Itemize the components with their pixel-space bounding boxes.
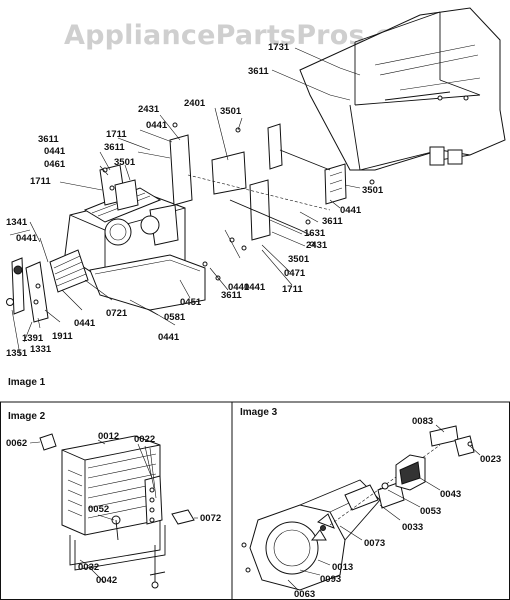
callout: 0093 xyxy=(320,574,341,585)
callout: 0441 xyxy=(44,146,66,157)
coil-clips xyxy=(111,487,155,541)
callout: 0062 xyxy=(6,438,27,449)
callout: 1731 xyxy=(268,42,290,53)
callout: 0441 xyxy=(16,233,38,244)
damper-control xyxy=(395,454,426,491)
callout: 0073 xyxy=(364,538,385,549)
image2-callouts: 0062 0012 0022 0052 0072 0032 0042 xyxy=(6,431,221,586)
callout: 0053 xyxy=(420,506,441,517)
drive-rod xyxy=(187,174,331,211)
screws xyxy=(102,122,375,281)
image1-callouts: 1731 3611 2431 2401 3501 0441 1711 3611 … xyxy=(6,42,384,359)
callout: 0721 xyxy=(106,308,128,319)
air-ducts xyxy=(99,134,271,241)
terminal-pad xyxy=(171,509,195,525)
callout: 0013 xyxy=(332,562,353,573)
callout: 3611 xyxy=(104,142,125,153)
callout: 3611 xyxy=(221,290,242,301)
callout: 0441 xyxy=(228,282,250,293)
callout: 1711 xyxy=(30,176,51,187)
image1-caption: Image 1 xyxy=(8,377,46,388)
fan-blade xyxy=(310,513,335,541)
callout: 1341 xyxy=(6,217,28,228)
damper-assembly xyxy=(267,123,347,205)
callout: 0042 xyxy=(96,575,117,586)
callout: 1711 xyxy=(282,284,303,295)
callout: 0581 xyxy=(164,312,186,323)
defrost-heater xyxy=(69,520,166,589)
callout: 0012 xyxy=(98,431,119,442)
callout: 0441 xyxy=(340,205,362,216)
image1-leaders xyxy=(9,47,361,356)
callout: 0033 xyxy=(402,522,423,533)
air-grille xyxy=(49,249,89,293)
fan-motor xyxy=(211,151,247,195)
callout: 1331 xyxy=(30,344,52,355)
image2-caption: Image 2 xyxy=(8,411,46,422)
image3-callouts: 0083 0023 0043 0053 0033 0073 0013 0093 … xyxy=(294,416,501,600)
callout: 0471 xyxy=(284,268,306,279)
image2-panel: Image 2 xyxy=(6,411,221,589)
drain-block xyxy=(39,433,57,451)
wire-harness xyxy=(229,199,311,236)
callout: 0441 xyxy=(74,318,96,329)
screw xyxy=(245,567,251,573)
upper-bracket xyxy=(429,425,475,457)
callout: 0441 xyxy=(158,332,180,343)
motor-shaft xyxy=(329,444,441,526)
image3-panel: Image 3 xyxy=(240,407,501,600)
bottom-tray xyxy=(89,254,206,311)
callout: 0441 xyxy=(146,120,168,131)
callout: 1391 xyxy=(22,333,44,344)
callout: 0063 xyxy=(294,589,315,600)
washer xyxy=(381,482,389,490)
image2-leaders xyxy=(29,439,198,583)
callout: 3501 xyxy=(220,106,242,117)
callout: 3611 xyxy=(322,216,343,227)
callout: 1631 xyxy=(304,228,326,239)
callout: 3611 xyxy=(248,66,269,77)
image3-caption: Image 3 xyxy=(240,407,278,418)
callout: 2431 xyxy=(306,240,328,251)
callout: 0461 xyxy=(44,159,66,170)
callout: 0023 xyxy=(480,454,501,465)
callout: 3501 xyxy=(288,254,310,265)
image3-leaders xyxy=(287,424,481,591)
callout: 0043 xyxy=(440,489,461,500)
callout: 3611 xyxy=(38,134,59,145)
callout: 2431 xyxy=(138,104,160,115)
callout: 0072 xyxy=(200,513,221,524)
callout: 3501 xyxy=(114,157,136,168)
callout: 0441 xyxy=(244,282,266,293)
callout: 0032 xyxy=(78,562,99,573)
callout: 0451 xyxy=(180,297,202,308)
callout: 0022 xyxy=(134,434,155,445)
callout: 1911 xyxy=(52,331,73,342)
callout: 0052 xyxy=(88,504,109,515)
callout: 3501 xyxy=(362,185,384,196)
screw xyxy=(241,542,247,548)
cabinet-liner xyxy=(299,7,506,171)
hinge-bracket xyxy=(6,257,49,323)
image1-panel: 1731 3611 2431 2401 3501 0441 1711 3611 … xyxy=(6,7,506,388)
callout: 1351 xyxy=(6,348,28,359)
callout: 2401 xyxy=(184,98,206,109)
callout: 1711 xyxy=(106,129,127,140)
callout: 0083 xyxy=(412,416,433,427)
